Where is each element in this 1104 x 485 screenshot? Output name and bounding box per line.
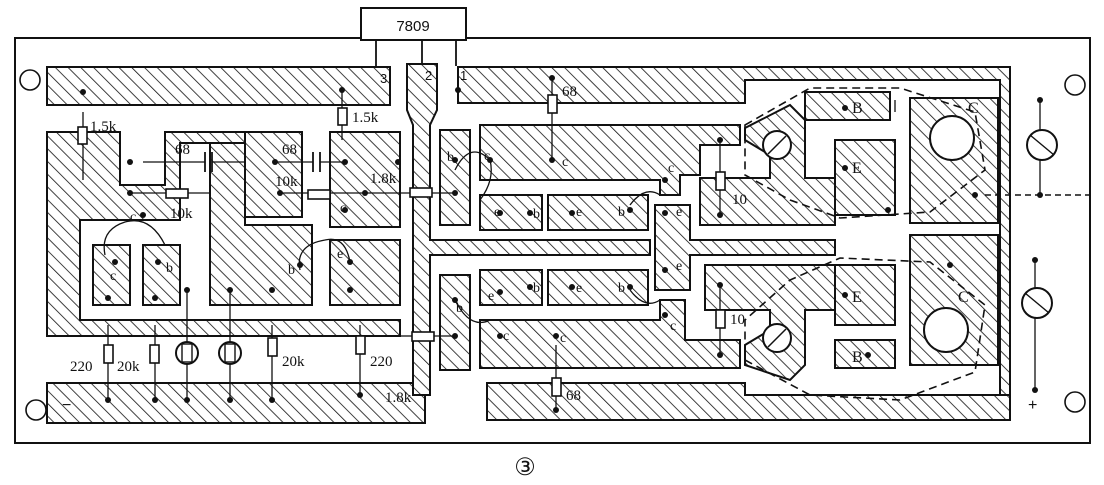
pad-drv-lower-c: [479, 299, 741, 369]
lower-left-sockets: [175, 341, 242, 365]
term-C-lower: C: [958, 289, 969, 306]
copper-traces: [46, 63, 1011, 424]
figure-number: ③: [514, 455, 536, 481]
label-c-left: 68: [175, 142, 190, 158]
term-e: e: [576, 281, 582, 296]
label-r-20k-a: 20k: [117, 359, 140, 375]
term-C-upper: C: [968, 100, 979, 117]
term-e: e: [337, 247, 343, 262]
term-b: b: [533, 281, 540, 296]
term-e: e: [488, 289, 494, 304]
term-e: e: [676, 259, 682, 274]
transistor-outlines: [744, 87, 986, 401]
pad-mid-right-low: [329, 239, 401, 306]
mounting-hole-bottom-right: [1064, 391, 1086, 413]
term-E-upper: E: [852, 160, 862, 177]
solder-points: [80, 75, 1043, 413]
capacitor-symbols: [143, 152, 345, 172]
label-r-220-a: 220: [70, 359, 93, 375]
label-r-1-8k-a: 1.8k: [370, 171, 397, 187]
label-r-20k-b: 20k: [282, 354, 305, 370]
label-r-220-b: 220: [370, 354, 393, 370]
label-r-top-mid: 1.5k: [352, 110, 379, 126]
pad-emitter-junction: [654, 204, 836, 291]
regulator-label: 7809: [396, 18, 429, 35]
pad-regulator-out: [406, 63, 651, 396]
pad-out-B-lower: [834, 339, 896, 369]
label-r-bottom-right: 68: [566, 388, 581, 404]
pad-top-rail-left: [46, 66, 391, 106]
term-b: b: [533, 207, 540, 222]
term-c: c: [562, 155, 568, 170]
pad-q1-b: [142, 244, 181, 306]
term-c: c: [130, 210, 136, 225]
label-r-1-8k-b: 1.8k: [385, 390, 412, 406]
pad-left-ground: [46, 131, 401, 337]
label-r-top-right: 68: [562, 84, 577, 100]
pad-mid-right-top: [329, 131, 401, 228]
label-r-10-b: 10: [730, 312, 745, 328]
term-minus: −: [62, 397, 71, 414]
term-E-lower: E: [852, 289, 862, 306]
mounting-hole-top-left: [19, 69, 41, 91]
term-plus: +: [1028, 397, 1037, 414]
term-b: b: [618, 281, 625, 296]
pad-out-B-upper: [804, 91, 891, 121]
label-r-10k-b: 10k: [275, 174, 298, 190]
pad-q1-c: [92, 244, 131, 306]
regulator-pin-2: 2: [425, 68, 432, 83]
hole-out-c-upper: [929, 115, 975, 161]
term-c: c: [110, 269, 116, 284]
term-b: b: [166, 261, 173, 276]
regulator-7809-body: [360, 7, 467, 41]
pad-drv-bot-b: [439, 274, 471, 371]
regulator-leads: [375, 40, 457, 68]
term-c: c: [560, 331, 566, 346]
mounting-hole-top-right: [1064, 74, 1086, 96]
pad-drv-lower-b: [547, 269, 649, 306]
label-r-10k-a: 10k: [170, 206, 193, 222]
term-b: b: [447, 150, 454, 165]
label-c-mid: 68: [282, 142, 297, 158]
hole-out-c-lower: [923, 307, 969, 353]
term-e: e: [676, 205, 682, 220]
term-c: c: [668, 161, 674, 176]
term-c: c: [340, 201, 346, 216]
label-r-10-a: 10: [732, 192, 747, 208]
pad-drv-top-b: [439, 129, 471, 226]
term-e: e: [494, 205, 500, 220]
term-b: b: [288, 263, 295, 278]
label-r-top-left: 1.5k: [90, 119, 117, 135]
regulator-pin-1: 1: [460, 68, 467, 83]
pad-mid-top: [244, 131, 303, 218]
terminal-labels: c c b c b e b c c c e b e b e e b e b e …: [62, 100, 1037, 414]
regulator-pin-3: 3: [380, 71, 387, 86]
output-transistor-holes: [762, 115, 975, 353]
term-B-upper: B: [852, 100, 863, 117]
term-B-lower: B: [852, 349, 863, 366]
term-e: e: [576, 205, 582, 220]
board-outline: [14, 37, 1091, 444]
term-b: b: [618, 205, 625, 220]
pad-bottom-rail-left: [46, 382, 426, 424]
pad-drv-upper-c: [479, 124, 741, 196]
pad-drv-upper-b: [547, 194, 649, 231]
indicator-lamps: [1021, 129, 1058, 319]
term-b: b: [456, 301, 463, 316]
pad-bottom-rail-right: [486, 382, 1011, 421]
term-c: c: [484, 149, 490, 164]
component-leads: [82, 78, 1041, 410]
term-c: c: [503, 329, 509, 344]
term-c: c: [670, 319, 676, 334]
pad-out-upper-ground: [699, 103, 836, 226]
pad-out-E-upper: [834, 139, 896, 216]
mounting-hole-bottom-left: [25, 399, 47, 421]
